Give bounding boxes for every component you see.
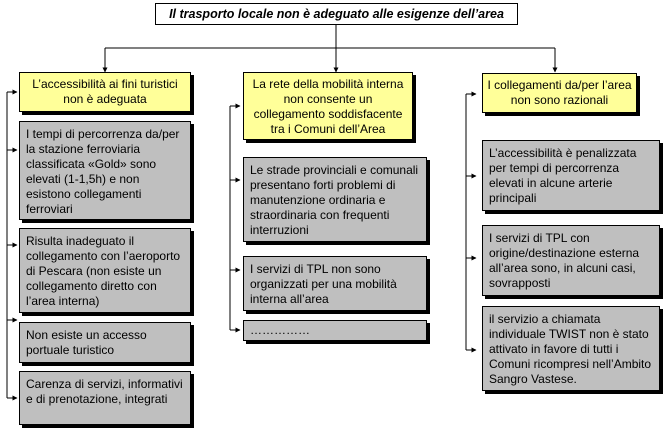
column-1-item-4: Carenza di servizi, informativi e di pre… bbox=[19, 371, 191, 425]
column-2-item-1: Le strade provinciali e comunali present… bbox=[243, 157, 427, 242]
column-1-item-3: Non esiste un accesso portuale turistico bbox=[19, 322, 191, 363]
diagram-title: Il trasporto locale non è adeguato alle … bbox=[155, 3, 518, 25]
column-1-item-1: I tempi di percorrenza da/per la stazion… bbox=[19, 121, 191, 220]
column-3-item-2: I servizi di TPL con origine/destinazion… bbox=[482, 225, 660, 296]
column-1-item-2: Risulta inadeguato il collegamento con l… bbox=[19, 228, 191, 313]
column-1-header: L’accessibilità ai fini turistici non è … bbox=[19, 72, 191, 112]
column-2-item-3: …………… bbox=[243, 320, 427, 341]
column-2-item-2: I servizi di TPL non sono organizzati pe… bbox=[243, 256, 427, 311]
column-2-header: La rete della mobilità interna non conse… bbox=[243, 72, 413, 140]
column-3-header: I collegamenti da/per l’area non sono ra… bbox=[482, 73, 637, 113]
column-3-item-1: L’accessibilità è penalizzata per tempi … bbox=[482, 140, 660, 211]
column-3-item-3: il servizio a chiamata individuale TWIST… bbox=[482, 306, 660, 391]
